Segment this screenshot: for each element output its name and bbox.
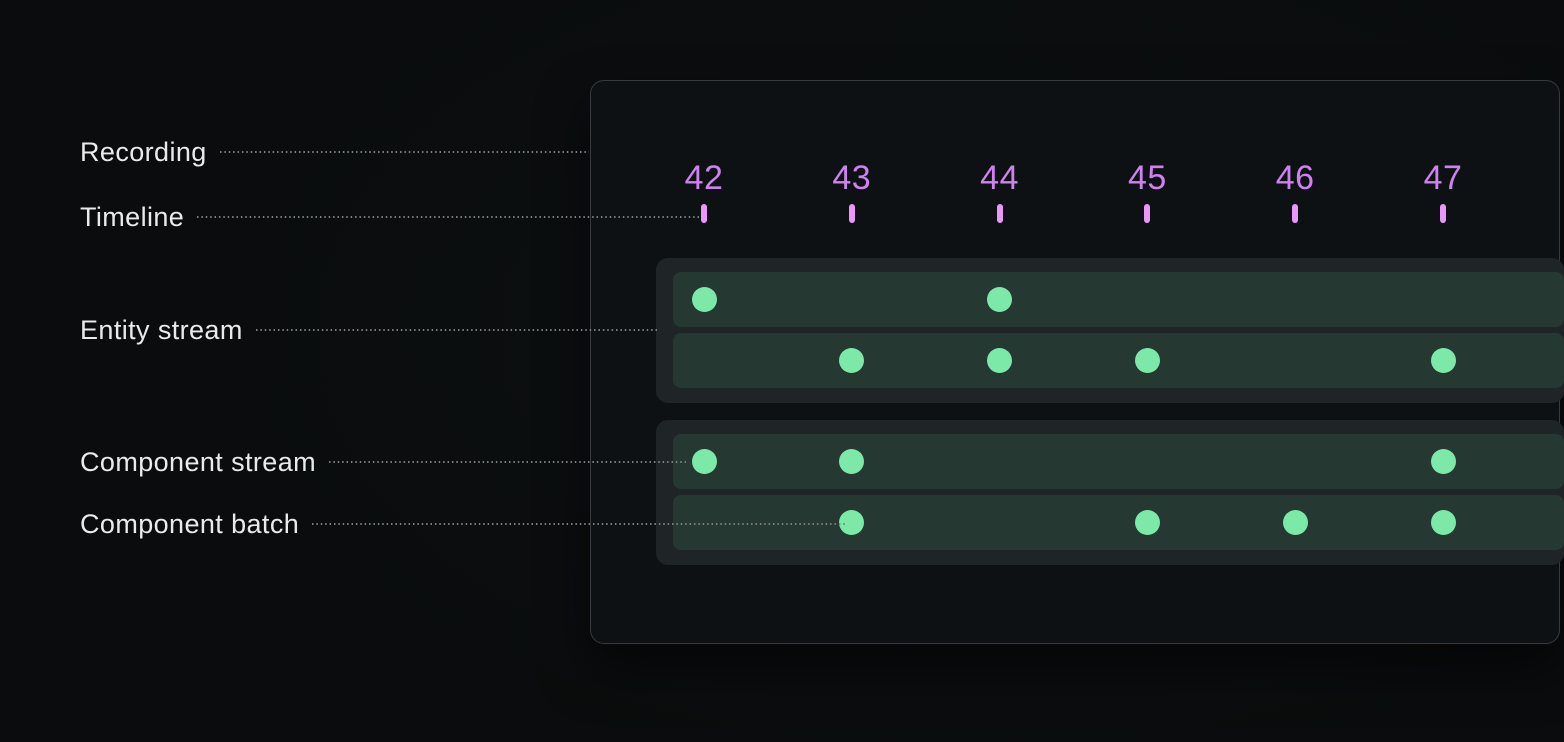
timeline-tick-mark xyxy=(996,204,1003,223)
data-dot xyxy=(839,348,865,373)
timeline-tick-label: 44 xyxy=(980,159,1020,197)
data-dot xyxy=(839,449,865,474)
timeline-tick-mark xyxy=(701,204,707,223)
entity-stream-container xyxy=(656,258,1564,403)
annotation-label: Component batch xyxy=(80,509,300,539)
timeline-tick-mark xyxy=(1144,204,1151,223)
annotation-entity-stream: Entity stream xyxy=(80,310,658,350)
timeline-tick-mark xyxy=(1440,204,1446,223)
timeline-tick-label: 47 xyxy=(1423,159,1463,197)
timeline-tick-label: 46 xyxy=(1275,159,1315,197)
component-batch-row xyxy=(673,495,1564,550)
leader-line xyxy=(312,523,845,525)
data-dot xyxy=(1430,510,1456,535)
data-dot xyxy=(987,287,1013,312)
timeline-tick-label: 45 xyxy=(1127,159,1167,197)
annotation-recording: Recording xyxy=(80,132,589,172)
component-stream-container xyxy=(656,420,1564,565)
data-dot xyxy=(1134,348,1160,373)
annotation-timeline: Timeline xyxy=(80,197,699,237)
leader-line xyxy=(329,461,686,463)
data-dot xyxy=(691,287,717,312)
timeline-tick-label: 42 xyxy=(684,159,724,197)
annotation-component-batch: Component batch xyxy=(80,504,845,544)
annotation-label: Entity stream xyxy=(80,315,243,345)
annotation-label: Timeline xyxy=(80,202,185,232)
component-stream-row xyxy=(673,434,1564,489)
data-dot xyxy=(1282,510,1308,535)
timeline-tick-mark xyxy=(848,204,855,223)
timeline-tick-mark xyxy=(1292,204,1299,223)
data-dot xyxy=(1430,449,1456,474)
annotation-component-stream: Component stream xyxy=(80,442,686,482)
data-dot xyxy=(691,449,717,474)
data-dot xyxy=(1134,510,1160,535)
entity-stream-row-2 xyxy=(673,333,1564,388)
annotation-label: Component stream xyxy=(80,447,317,477)
data-dot xyxy=(987,348,1013,373)
timeline-tick-label: 43 xyxy=(832,159,872,197)
entity-stream-row-1 xyxy=(673,272,1564,327)
leader-line xyxy=(219,151,589,153)
leader-line xyxy=(255,329,658,331)
data-dot xyxy=(1430,348,1456,373)
leader-line xyxy=(197,216,699,218)
data-dot xyxy=(839,510,865,535)
annotation-label: Recording xyxy=(80,137,207,167)
